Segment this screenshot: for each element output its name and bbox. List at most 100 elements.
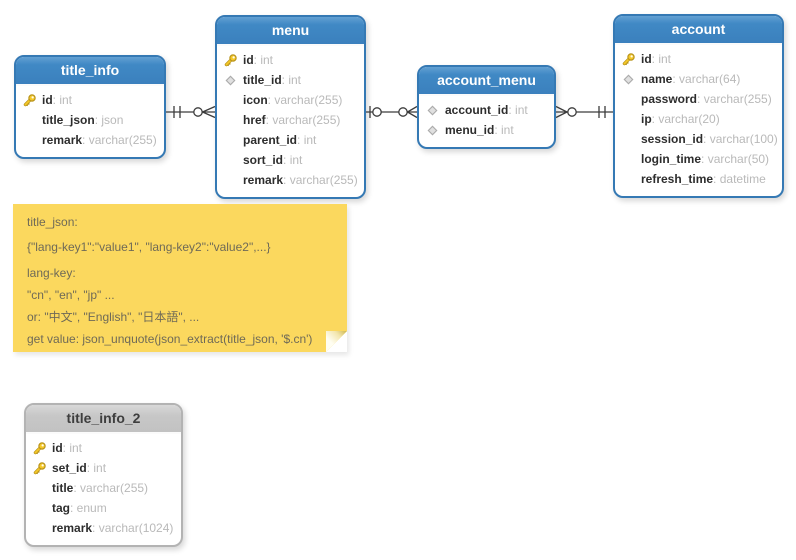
- note-line: lang-key:: [27, 266, 76, 280]
- note-line: {"lang-key1":"value1", "lang-key2":"valu…: [27, 240, 271, 254]
- field-type: enum: [70, 501, 107, 515]
- relation-account_menu-account[interactable]: [556, 102, 613, 122]
- field-type: json: [95, 113, 123, 127]
- field-name: session_id: [641, 132, 704, 146]
- field-name: title_json: [42, 113, 95, 127]
- field-type: varchar(255): [73, 481, 148, 495]
- primary-key-icon: [32, 441, 47, 455]
- field-type: varchar(50): [701, 152, 769, 166]
- note-line: title_json:: [27, 215, 78, 229]
- field-type: int: [254, 53, 273, 67]
- field-name: login_time: [641, 152, 702, 166]
- field-row-remark[interactable]: remarkvarchar(255): [22, 130, 158, 150]
- field-name: refresh_time: [641, 172, 714, 186]
- field-type: varchar(255): [283, 173, 358, 187]
- field-type: varchar(255): [697, 92, 772, 106]
- field-name: menu_id: [445, 123, 495, 137]
- primary-key-icon: [22, 93, 37, 107]
- table-menu-header[interactable]: menu: [217, 17, 364, 46]
- field-row-title_id[interactable]: title_idint: [223, 70, 358, 90]
- field-row-tag[interactable]: tagenum: [32, 498, 175, 518]
- field-type: int: [652, 52, 671, 66]
- foreign-key-icon: [425, 125, 440, 136]
- field-row-id[interactable]: idint: [32, 438, 175, 458]
- table-account_menu-header[interactable]: account_menu: [419, 67, 554, 96]
- field-row-title[interactable]: titlevarchar(255): [32, 478, 175, 498]
- field-type: int: [282, 73, 301, 87]
- field-name: ip: [641, 112, 652, 126]
- table-menu-body: idinttitle_idinticonvarchar(255)hrefvarc…: [217, 46, 364, 197]
- sticky-note-text: title_json: {"lang-key1":"value1", "lang-…: [27, 215, 333, 346]
- field-row-remark[interactable]: remarkvarchar(255): [223, 170, 358, 190]
- field-type: varchar(255): [268, 93, 342, 107]
- field-name: name: [641, 72, 673, 86]
- note-line: get value: json_unquote(json_extract(tit…: [27, 332, 313, 346]
- field-row-login_time[interactable]: login_timevarchar(50): [621, 149, 776, 169]
- field-row-parent_id[interactable]: parent_idint: [223, 130, 358, 150]
- field-row-name[interactable]: namevarchar(64): [621, 69, 776, 89]
- foreign-key-icon: [621, 74, 636, 85]
- field-name: tag: [52, 501, 70, 515]
- field-type: datetime: [713, 172, 766, 186]
- field-row-id[interactable]: idint: [223, 50, 358, 70]
- table-account[interactable]: account idintnamevarchar(64)passwordvarc…: [613, 14, 784, 198]
- note-line: "cn", "en", "jp" ...: [27, 288, 115, 302]
- field-row-title_json[interactable]: title_jsonjson: [22, 110, 158, 130]
- table-account-header[interactable]: account: [615, 16, 782, 45]
- table-account-body: idintnamevarchar(64)passwordvarchar(255)…: [615, 45, 782, 196]
- field-name: account_id: [445, 103, 509, 117]
- field-name: remark: [52, 521, 93, 535]
- field-type: int: [63, 441, 82, 455]
- field-type: varchar(20): [652, 112, 719, 126]
- field-name: id: [641, 52, 652, 66]
- table-account_menu[interactable]: account_menu account_idintmenu_idint: [417, 65, 556, 149]
- field-type: int: [283, 153, 303, 167]
- foreign-key-icon: [223, 75, 238, 86]
- note-line: or: "中文", "English", "日本語", ...: [27, 310, 200, 324]
- table-account_menu-body: account_idintmenu_idint: [419, 96, 554, 147]
- field-type: varchar(64): [672, 72, 740, 86]
- field-row-session_id[interactable]: session_idvarchar(100): [621, 129, 778, 149]
- field-name: id: [52, 441, 63, 455]
- table-title_info_2[interactable]: title_info_2 idintset_idinttitlevarchar(…: [24, 403, 183, 547]
- field-type: int: [508, 103, 528, 117]
- field-row-menu_id[interactable]: menu_idint: [425, 120, 548, 140]
- table-title_info-body: idinttitle_jsonjsonremarkvarchar(255): [16, 86, 164, 157]
- field-name: remark: [42, 133, 83, 147]
- field-type: int: [53, 93, 72, 107]
- primary-key-icon: [223, 53, 238, 67]
- field-row-set_id[interactable]: set_idint: [32, 458, 175, 478]
- field-row-href[interactable]: hrefvarchar(255): [223, 110, 358, 130]
- field-row-password[interactable]: passwordvarchar(255): [621, 89, 776, 109]
- table-title_info_2-header[interactable]: title_info_2: [26, 405, 181, 434]
- field-name: id: [42, 93, 53, 107]
- table-menu[interactable]: menu idinttitle_idinticonvarchar(255)hre…: [215, 15, 366, 199]
- field-row-sort_id[interactable]: sort_idint: [223, 150, 358, 170]
- field-row-refresh_time[interactable]: refresh_timedatetime: [621, 169, 776, 189]
- field-name: id: [243, 53, 254, 67]
- field-type: int: [494, 123, 514, 137]
- field-row-remark[interactable]: remarkvarchar(1024): [32, 518, 175, 538]
- field-name: password: [641, 92, 698, 106]
- field-type: varchar(255): [266, 113, 340, 127]
- table-title_info-header[interactable]: title_info: [16, 57, 164, 86]
- field-row-ip[interactable]: ipvarchar(20): [621, 109, 776, 129]
- relation-menu-account_menu[interactable]: [366, 102, 417, 122]
- field-row-id[interactable]: idint: [621, 49, 776, 69]
- relation-title_info-menu[interactable]: [166, 102, 215, 122]
- field-name: href: [243, 113, 266, 127]
- field-row-icon[interactable]: iconvarchar(255): [223, 90, 358, 110]
- table-title_info[interactable]: title_info idinttitle_jsonjsonremarkvarc…: [14, 55, 166, 159]
- field-name: sort_id: [243, 153, 284, 167]
- foreign-key-icon: [425, 105, 440, 116]
- field-type: varchar(100): [703, 132, 778, 146]
- table-title_info_2-body: idintset_idinttitlevarchar(255)tagenumre…: [26, 434, 181, 545]
- field-type: varchar(1024): [92, 521, 174, 535]
- sticky-note[interactable]: title_json: {"lang-key1":"value1", "lang-…: [13, 204, 347, 352]
- field-row-id[interactable]: idint: [22, 90, 158, 110]
- field-row-account_id[interactable]: account_idint: [425, 100, 548, 120]
- field-name: title_id: [243, 73, 282, 87]
- field-type: int: [297, 133, 317, 147]
- field-name: icon: [243, 93, 268, 107]
